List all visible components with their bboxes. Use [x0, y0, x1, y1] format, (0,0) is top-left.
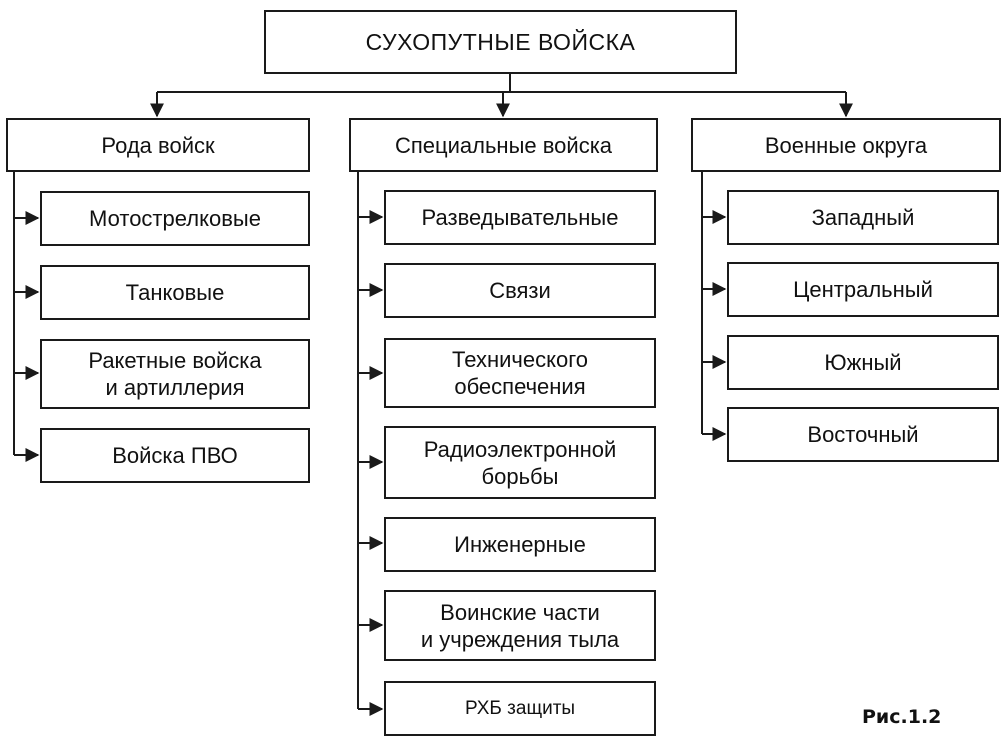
node-label: Технического обеспечения [452, 347, 588, 399]
node-label: РХБ защиты [464, 698, 576, 719]
node-yuzhny: Южный [727, 335, 999, 390]
node-pvo: Войска ПВО [40, 428, 310, 483]
node-rkhb: РХБ защиты [384, 681, 656, 736]
category-label: Военные округа [764, 132, 928, 158]
node-label: Воинские части и учреждения тыла [420, 599, 620, 652]
root-box: СУХОПУТНЫЕ ВОЙСКА [264, 10, 737, 74]
category-label: Специальные войска [394, 132, 613, 158]
node-motostrelkovye: Мотострелковые [40, 191, 310, 246]
node-tekhnicheskogo: Технического обеспечения [384, 338, 656, 408]
root-label: СУХОПУТНЫЕ ВОЙСКА [365, 28, 636, 55]
node-label: Инженерные [454, 532, 586, 557]
category-rody-voisk: Рода войск [6, 118, 310, 172]
node-label: Разведывательные [421, 205, 619, 230]
node-label: Западный [811, 205, 915, 230]
node-voinskie-chasti: Воинские части и учреждения тыла [384, 590, 656, 661]
category-label: Рода войск [101, 132, 215, 158]
node-label: Мотострелковые [89, 206, 261, 231]
node-label: Центральный [793, 277, 933, 302]
node-inzhenernye: Инженерные [384, 517, 656, 572]
node-svyazi: Связи [384, 263, 656, 318]
node-radioelektronnoy: Радиоэлектронной борьбы [384, 426, 656, 499]
node-zapadny: Западный [727, 190, 999, 245]
category-specialnye-voiska: Специальные войска [349, 118, 658, 172]
node-razvedyvatelnye: Разведывательные [384, 190, 656, 245]
category-voennye-okruga: Военные округа [691, 118, 1001, 172]
node-label: Радиоэлектронной борьбы [423, 436, 617, 489]
node-label: Войска ПВО [112, 443, 238, 468]
node-label: Танковые [125, 280, 225, 305]
node-label: Связи [489, 278, 551, 303]
node-raketnye: Ракетные войска и артиллерия [40, 339, 310, 409]
figure-caption: Рис.1.2 [862, 706, 942, 728]
node-label: Восточный [807, 422, 919, 447]
node-tankovye: Танковые [40, 265, 310, 320]
node-vostochny: Восточный [727, 407, 999, 462]
node-centralny: Центральный [727, 262, 999, 317]
node-label: Ракетные войска и артиллерия [88, 348, 262, 400]
node-label: Южный [824, 350, 902, 375]
